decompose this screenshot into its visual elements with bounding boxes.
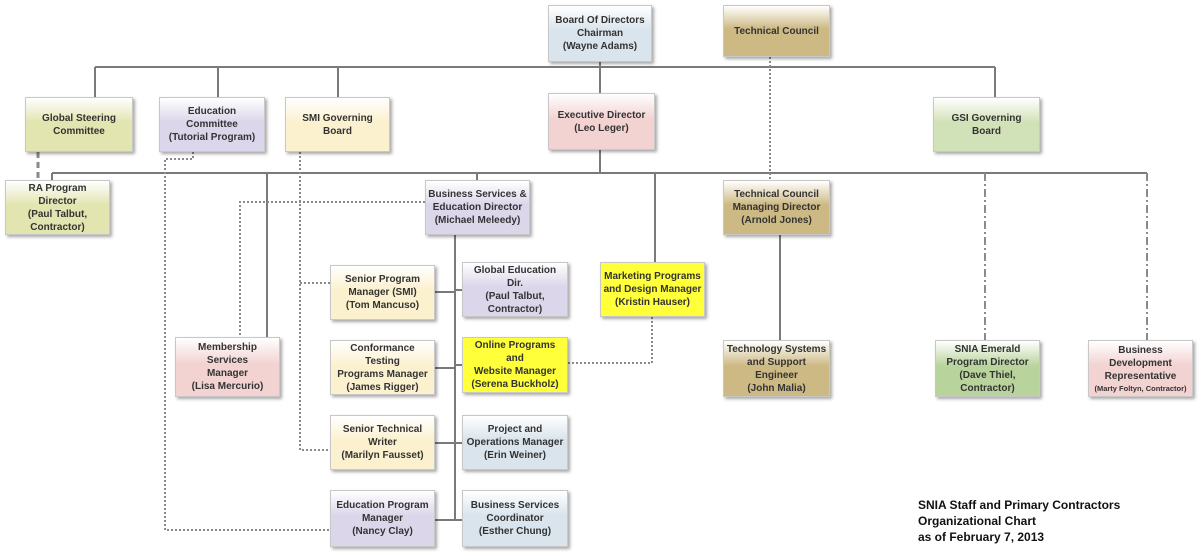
org-box-text: (Nancy Clay): [352, 526, 413, 537]
org-box-text: Technical Council: [734, 189, 819, 200]
org-box-text: Chairman: [576, 28, 624, 39]
org-box-text: Online Programs and: [474, 340, 556, 364]
smi-dotted-line: [299, 152, 330, 451]
org-box-text: Technology Systems: [726, 343, 827, 355]
second-bus-line: [51, 172, 1147, 337]
org-box-text: Manager: [206, 368, 249, 379]
org-box-text: (James Rigger): [346, 381, 419, 393]
org-box-text: (Marty Foltyn, Contractor): [1094, 383, 1187, 393]
org-box-marketing: Marketing Programs and Design Manager (Kri…: [600, 262, 705, 317]
org-box-text: Global Education Dir.: [473, 264, 557, 289]
org-box-text: SNIA Emerald: [954, 343, 1021, 355]
org-box-ra: RA Program Director(Paul Talbut,Contract…: [5, 180, 110, 235]
org-box-text: Marketing Programs: [604, 271, 701, 282]
org-box-text: Senior Program: [344, 274, 421, 285]
org-box-text: Education Director: [432, 202, 523, 213]
bsed-trunk-line: [435, 235, 462, 521]
top-bus-line: [94, 66, 996, 97]
org-box-text: Project and: [487, 424, 543, 435]
org-box-text: Committee: [53, 125, 105, 137]
org-box-text: Business: [1118, 344, 1163, 356]
org-box-text: Coordinator: [486, 513, 544, 524]
org-box-text: Contractor): [30, 221, 85, 233]
org-box-text: Business Services &: [428, 189, 527, 200]
org-box-text: and Design Manager: [603, 284, 702, 295]
org-box-text: (Serena Buckholz): [471, 379, 559, 390]
caption-line-3: as of February 7, 2013: [918, 530, 1045, 544]
org-box-text: (Arnold Jones): [741, 215, 812, 226]
org-box-text: Operations Manager: [466, 437, 564, 448]
org-box-text: (Erin Weiner): [483, 450, 547, 461]
org-box-text: Representative: [1104, 370, 1177, 382]
org-box-text: (Kristin Hauser): [614, 297, 690, 308]
org-box-techcouncil: Technical Council: [723, 5, 830, 57]
org-box-text: Board: [323, 125, 352, 137]
org-box-bsed: Business Services & Education Director (Mi…: [425, 180, 530, 235]
org-box-text: Global Steering: [42, 112, 116, 124]
org-box-text: Development: [1109, 357, 1172, 369]
org-box-text: Business Services: [470, 500, 560, 511]
org-box-text: GSI Governing Board: [951, 112, 1022, 137]
org-box-text: Contractor): [487, 303, 543, 315]
org-box-text: Manager: [361, 513, 404, 524]
org-box-text: (John Malia): [747, 382, 806, 394]
online-marketing-dotted-line: [568, 317, 653, 364]
org-box-text: (Marilyn Fausset): [341, 450, 424, 461]
org-box-exec: Executive Director(Leo Leger): [548, 93, 655, 150]
org-box-text: (Paul Talbut,: [27, 208, 88, 220]
org-box-text: (Leo Leger): [574, 122, 629, 134]
org-box-text: Managing Director: [732, 202, 821, 213]
org-box-text: (Tom Mancuso): [345, 300, 420, 311]
org-box-text: (Esther Chung): [478, 526, 552, 537]
org-box-text: Board Of Directors: [555, 15, 645, 26]
org-box-educomm: Education Committee (Tutorial Program): [159, 97, 265, 152]
org-box-text: Executive Director: [557, 109, 646, 121]
org-box-text: (Michael Meleedy): [434, 215, 521, 226]
caption-line-2: Organizational Chart: [918, 514, 1037, 528]
org-box-text: Conformance Testing: [350, 342, 415, 367]
org-box-text: (Tutorial Program): [168, 132, 256, 143]
org-box-text: Education Program: [336, 500, 429, 511]
org-box-text: SMI Governing: [302, 112, 373, 124]
chart-caption: SNIA Staff and Primary Contractors Organ…: [918, 497, 1120, 545]
org-box-text: Writer: [368, 437, 397, 448]
org-box-text: and Support Engineer: [747, 356, 806, 381]
org-box-text: Programs Manager: [337, 368, 428, 380]
org-box-text: (Wayne Adams): [562, 41, 638, 52]
org-box-text: Contractor): [960, 382, 1015, 394]
bsed-membership-dotted-line: [239, 201, 425, 337]
org-box-text: Membership Services: [198, 342, 257, 366]
org-box-text: (Lisa Mercurio): [191, 381, 264, 392]
org-box-gsi: GSI Governing Board: [933, 97, 1040, 152]
educomm-dotted-line: [164, 152, 330, 531]
caption-line-1: SNIA Staff and Primary Contractors: [918, 498, 1121, 512]
org-box-text: Technical Council: [734, 25, 819, 37]
org-box-text: (Dave Thiel,: [959, 369, 1016, 381]
org-box-globaled: Global Education Dir.(Paul Talbut,Contra…: [462, 262, 568, 317]
org-box-text: (Paul Talbut,: [485, 290, 545, 302]
org-box-text: RA Program Director: [28, 182, 87, 207]
org-box-text: Education Committee: [186, 106, 238, 130]
org-box-text: Senior Technical: [342, 424, 423, 435]
org-box-text: Program Director: [946, 356, 1029, 368]
org-box-text: Website Manager: [473, 366, 557, 377]
org-box-text: Manager (SMI): [348, 287, 417, 298]
